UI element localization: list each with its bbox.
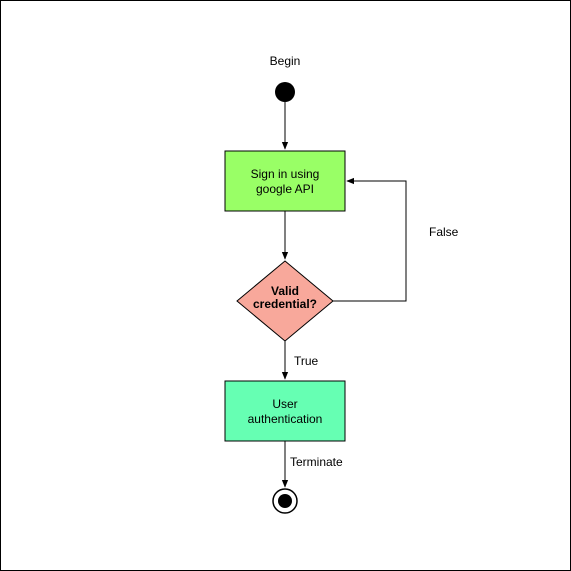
edge-decision-false-loop [333, 177, 407, 302]
begin-label: Begin [270, 54, 301, 68]
user-auth-node-line2: authentication [248, 412, 323, 426]
end-node [272, 488, 298, 514]
decision-node-line2: credential? [253, 297, 317, 311]
user-auth-node [224, 380, 346, 442]
signin-node [224, 150, 346, 212]
terminate-label: Terminate [290, 455, 343, 469]
true-label: True [294, 354, 319, 368]
signin-node-line2: google API [256, 182, 314, 196]
false-label: False [429, 225, 459, 239]
signin-node-line1: Sign in using [251, 167, 320, 181]
start-node [275, 82, 295, 102]
decision-node-line1: Valid [271, 284, 299, 298]
user-auth-node-line1: User [272, 397, 297, 411]
